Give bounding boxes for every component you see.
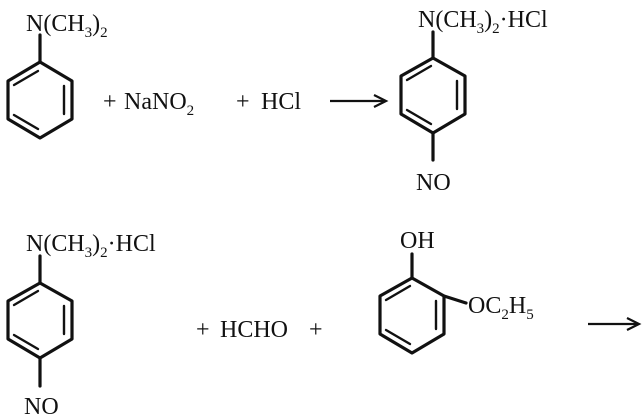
benzene-ring (399, 56, 467, 135)
nitroso-dimethylaniline-hydrochloride: N(CH3)2·HCl NO (399, 7, 548, 196)
nitroso-dimethylaniline-hydrochloride: N(CH3)2·HCl NO (6, 231, 156, 420)
plus-sign: + (309, 317, 323, 343)
double-bond (405, 64, 433, 82)
reaction-arrow (588, 317, 642, 331)
plus-sign: + (103, 89, 117, 115)
reaction-1: N(CH3)2 + NaNO2 + HCl N(CH3)2·HCl NO (6, 7, 548, 196)
double-bond (12, 333, 40, 351)
double-bond (12, 289, 40, 307)
double-bond (405, 108, 433, 126)
benzene-ring (6, 60, 74, 140)
c-oet-bond (442, 294, 468, 305)
double-bond (12, 113, 40, 131)
sodium-nitrite: NaNO2 (124, 89, 194, 119)
hydrochloric-acid: HCl (261, 89, 301, 115)
double-bond (12, 69, 40, 87)
dimethylamino-hcl-label: N(CH3)2·HCl (26, 231, 156, 261)
dimethylaniline: N(CH3)2 (6, 11, 108, 140)
double-bond (384, 284, 412, 302)
plus-sign: + (236, 89, 250, 115)
double-bond (384, 328, 412, 346)
benzene-ring (6, 281, 74, 360)
ethoxyphenol: OH OC2H5 (378, 228, 534, 355)
nitroso-label: NO (416, 170, 451, 196)
reaction-arrow (330, 94, 389, 108)
hydroxyl-label: OH (400, 228, 435, 254)
dimethylamino-hcl-label: N(CH3)2·HCl (418, 7, 548, 37)
reaction-2: N(CH3)2·HCl NO + HCHO + OH OC2H5 (6, 228, 642, 420)
benzene-ring (378, 276, 446, 355)
nitroso-label: NO (24, 394, 59, 420)
formaldehyde: HCHO (220, 317, 288, 343)
plus-sign: + (196, 317, 210, 343)
ethoxy-label: OC2H5 (468, 293, 534, 323)
dimethylamino-label: N(CH3)2 (26, 11, 108, 41)
